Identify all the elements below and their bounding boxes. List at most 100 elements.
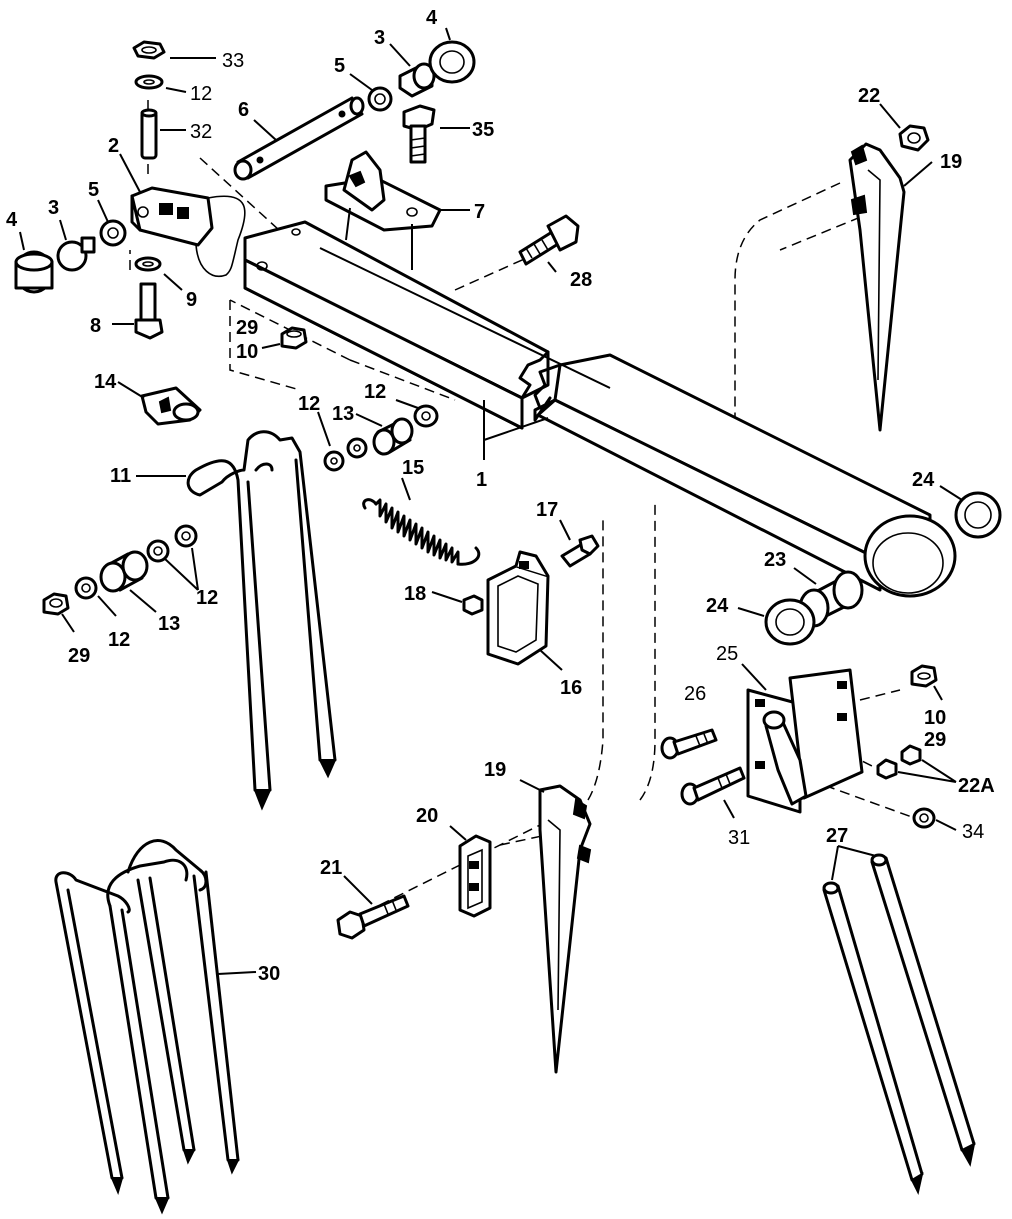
label-23: 23 bbox=[764, 549, 786, 571]
main-frame-tube bbox=[243, 220, 957, 598]
pin-3-left bbox=[56, 236, 96, 272]
bushing-4-top bbox=[428, 40, 476, 84]
pin-32 bbox=[140, 108, 158, 160]
washer-12-lower2 bbox=[146, 539, 170, 563]
label-12-lower: 12 bbox=[108, 629, 130, 651]
label-18: 18 bbox=[404, 583, 426, 605]
label-30: 30 bbox=[258, 963, 280, 985]
label-10-right: 10 bbox=[924, 707, 946, 729]
bracket-16 bbox=[486, 550, 550, 666]
label-10-left: 10 bbox=[236, 341, 258, 363]
callout-labels: 33 12 32 4 3 5 6 35 2 7 4 3 5 9 28 22 19… bbox=[6, 7, 995, 985]
bolt-17 bbox=[560, 534, 600, 568]
label-22: 22 bbox=[858, 85, 880, 107]
washer-12-lower3 bbox=[174, 524, 198, 548]
label-12-mid-right: 12 bbox=[364, 381, 386, 403]
label-3-left: 3 bbox=[48, 197, 59, 219]
spacer-13-lower bbox=[99, 550, 149, 593]
label-3-top: 3 bbox=[374, 27, 385, 49]
rod-6 bbox=[233, 96, 365, 181]
leader-lines bbox=[19, 27, 963, 975]
tine-11 bbox=[186, 430, 337, 811]
label-9: 9 bbox=[186, 289, 197, 311]
label-1: 1 bbox=[476, 469, 487, 491]
label-4-left: 4 bbox=[6, 209, 18, 231]
label-2: 2 bbox=[108, 135, 119, 157]
washer-12-mid3 bbox=[413, 404, 439, 428]
label-21: 21 bbox=[320, 857, 342, 879]
spacer-13-upper bbox=[372, 417, 414, 456]
label-4-top: 4 bbox=[426, 7, 438, 29]
bushing-24-right bbox=[954, 491, 1002, 539]
label-12-top: 12 bbox=[190, 83, 212, 105]
label-7: 7 bbox=[474, 201, 485, 223]
pin-3-top bbox=[398, 62, 436, 98]
nuts-22A bbox=[876, 744, 922, 780]
label-8: 8 bbox=[90, 315, 101, 337]
label-14: 14 bbox=[94, 371, 117, 393]
label-29-left: 29 bbox=[236, 317, 258, 339]
bushing-4-left bbox=[14, 250, 54, 294]
clip-20 bbox=[458, 834, 492, 918]
label-28: 28 bbox=[570, 269, 592, 291]
bolt-8 bbox=[134, 282, 164, 340]
nut-22 bbox=[898, 124, 930, 152]
washer-12-mid2 bbox=[346, 437, 368, 459]
nut-10-right bbox=[910, 664, 938, 688]
bolt-21 bbox=[336, 894, 410, 940]
bracket-2 bbox=[130, 186, 246, 277]
bolt-35 bbox=[402, 104, 436, 164]
label-29-lower: 29 bbox=[68, 645, 90, 667]
nut-33 bbox=[132, 40, 166, 60]
label-24-right: 24 bbox=[912, 469, 935, 491]
label-6: 6 bbox=[238, 99, 249, 121]
label-22A: 22A bbox=[958, 775, 995, 797]
label-17: 17 bbox=[536, 499, 558, 521]
plate-25 bbox=[746, 668, 864, 814]
label-15: 15 bbox=[402, 457, 424, 479]
washer-12-top bbox=[134, 74, 164, 90]
washer-12-mid1 bbox=[323, 450, 345, 472]
label-34: 34 bbox=[962, 821, 984, 843]
clamp-14 bbox=[140, 386, 202, 426]
washer-9 bbox=[134, 256, 162, 272]
label-11: 11 bbox=[110, 465, 131, 487]
label-12-lower-right: 12 bbox=[196, 587, 218, 609]
label-33: 33 bbox=[222, 50, 244, 72]
label-13-lower: 13 bbox=[158, 613, 180, 635]
tines-27 bbox=[822, 853, 976, 1195]
nut-10-left bbox=[280, 326, 308, 350]
label-12-mid: 12 bbox=[298, 393, 320, 415]
label-29-right: 29 bbox=[924, 729, 946, 751]
spring-15 bbox=[362, 498, 481, 566]
label-5-left: 5 bbox=[88, 179, 99, 201]
tine-assembly-30 bbox=[54, 839, 240, 1215]
bushing-5-left bbox=[99, 219, 127, 247]
label-16: 16 bbox=[560, 677, 582, 699]
tooth-19-upper bbox=[848, 142, 906, 432]
bolt-26 bbox=[660, 728, 718, 760]
nut-34 bbox=[912, 807, 936, 829]
label-24-left: 24 bbox=[706, 595, 729, 617]
label-5-top: 5 bbox=[334, 55, 345, 77]
nut-18 bbox=[462, 594, 484, 616]
label-27: 27 bbox=[826, 825, 848, 847]
bolt-31 bbox=[680, 766, 746, 806]
bolt-28 bbox=[518, 214, 580, 266]
label-25: 25 bbox=[716, 643, 738, 665]
bracket-7 bbox=[324, 150, 442, 270]
label-19-upper: 19 bbox=[940, 151, 962, 173]
bushing-5-top bbox=[367, 86, 393, 112]
sleeve-23 bbox=[798, 570, 864, 628]
washer-12-lower1 bbox=[74, 576, 98, 600]
label-31: 31 bbox=[728, 827, 750, 849]
label-19-lower: 19 bbox=[484, 759, 506, 781]
label-20: 20 bbox=[416, 805, 438, 827]
label-35: 35 bbox=[472, 119, 494, 141]
nut-29-left bbox=[42, 592, 70, 616]
label-32: 32 bbox=[190, 121, 212, 143]
label-26: 26 bbox=[684, 683, 706, 705]
bushing-24-left bbox=[764, 598, 816, 646]
